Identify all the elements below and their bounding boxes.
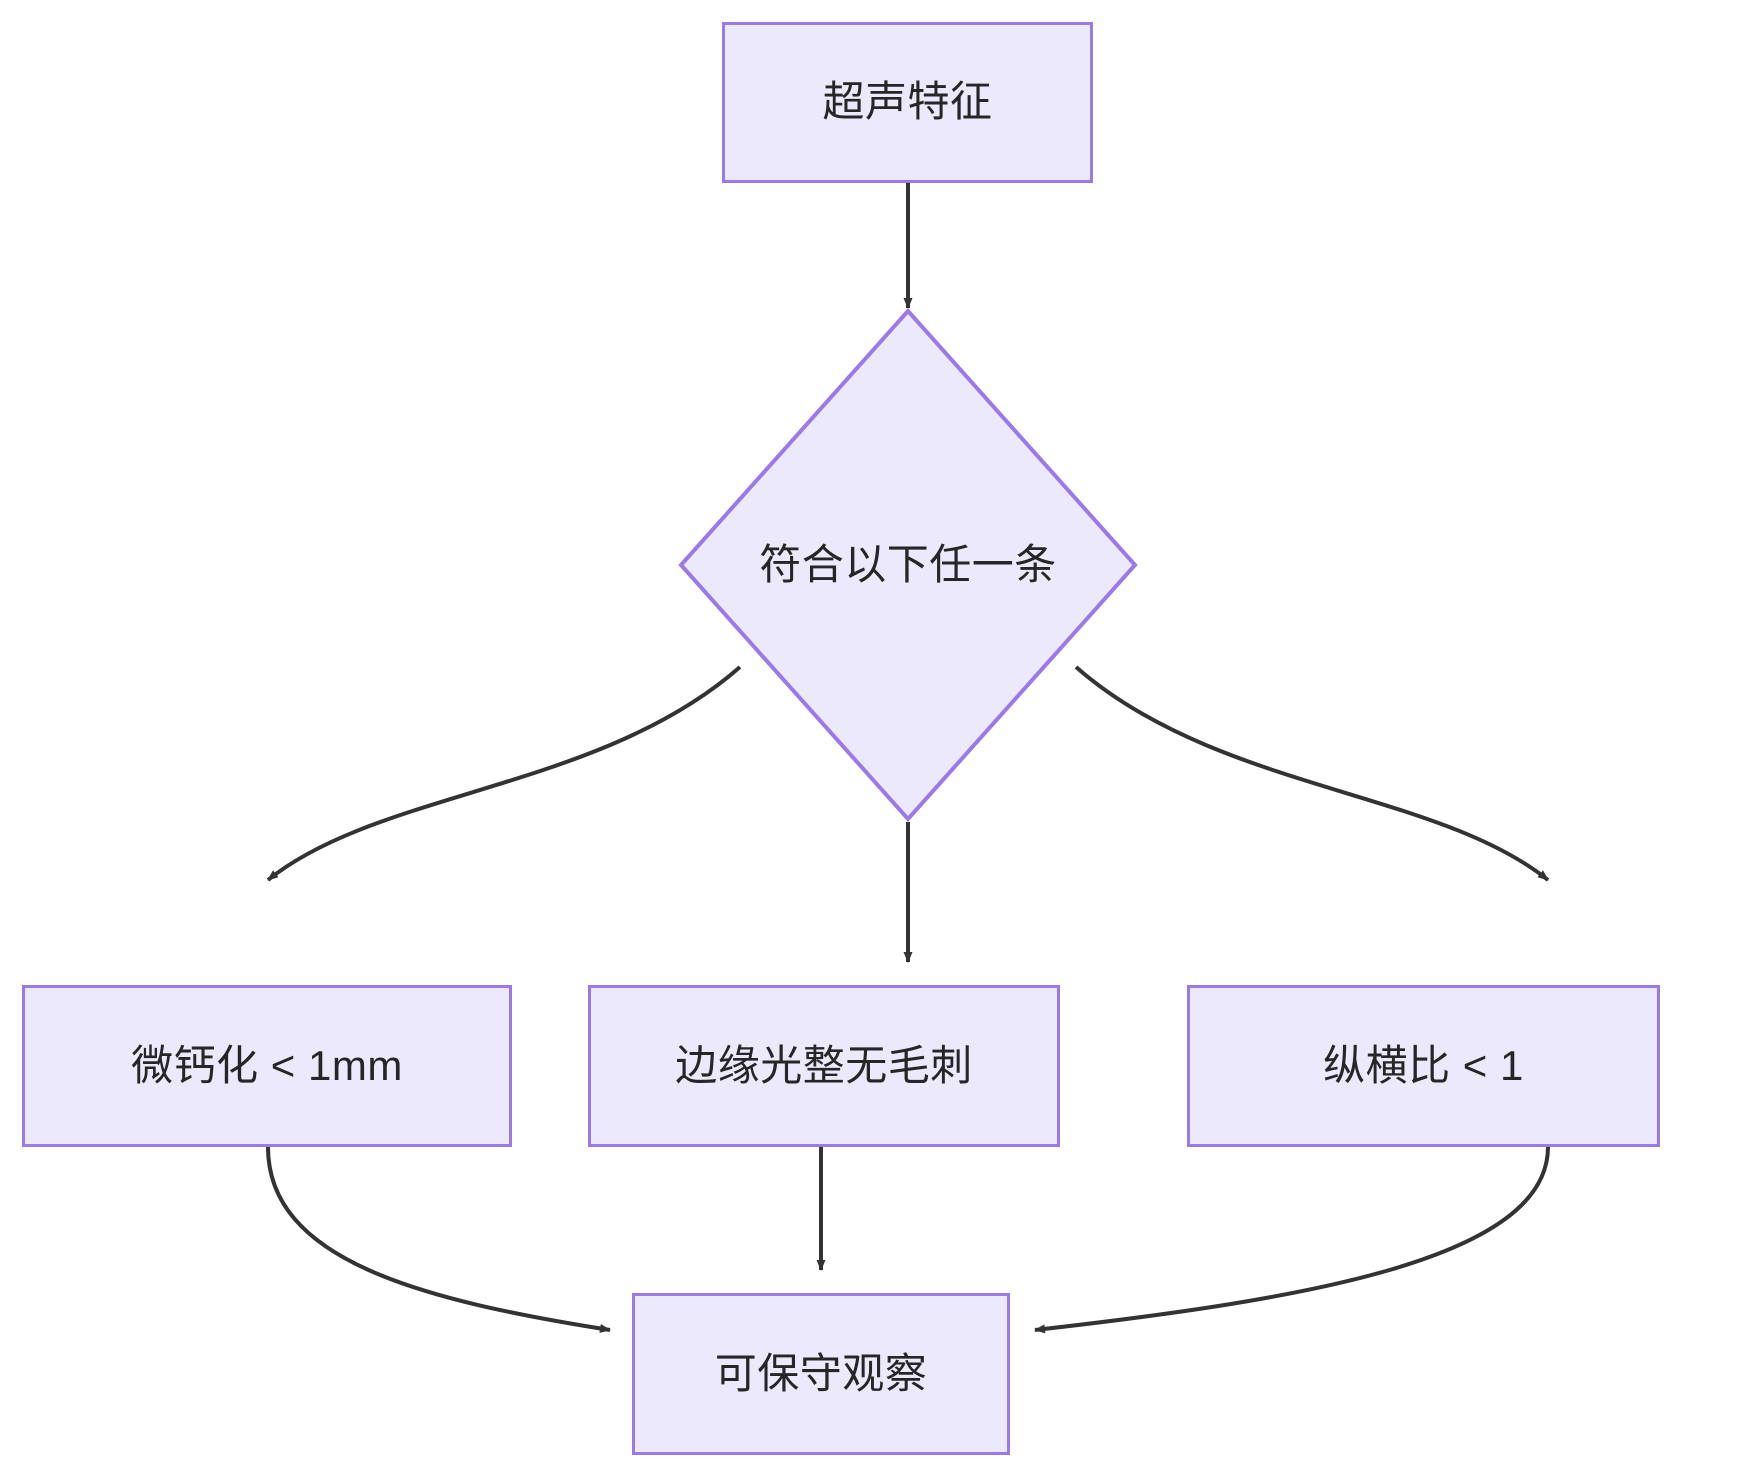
node-crit2-label: 边缘光整无毛刺 — [675, 1041, 973, 1089]
node-decision[interactable]: 符合以下任一条 — [678, 308, 1138, 822]
node-crit3-label: 纵横比 < 1 — [1323, 1041, 1524, 1089]
node-result[interactable]: 可保守观察 — [632, 1293, 1010, 1455]
node-decision-label: 符合以下任一条 — [759, 540, 1057, 588]
edge-decision-to-crit3 — [1074, 665, 1550, 882]
diamond-shape — [678, 308, 1138, 822]
node-crit2[interactable]: 边缘光整无毛刺 — [588, 985, 1060, 1147]
node-crit1-label: 微钙化 < 1mm — [131, 1041, 403, 1089]
edge-decision-to-crit1 — [266, 665, 742, 882]
edge-crit1-to-result — [266, 1146, 611, 1333]
node-crit1[interactable]: 微钙化 < 1mm — [22, 985, 512, 1147]
node-result-label: 可保守观察 — [714, 1349, 928, 1397]
node-crit3[interactable]: 纵横比 < 1 — [1187, 985, 1660, 1147]
edge-crit3-to-result — [1034, 1146, 1550, 1334]
node-start-label: 超声特征 — [822, 78, 993, 126]
node-start[interactable]: 超声特征 — [722, 22, 1093, 183]
